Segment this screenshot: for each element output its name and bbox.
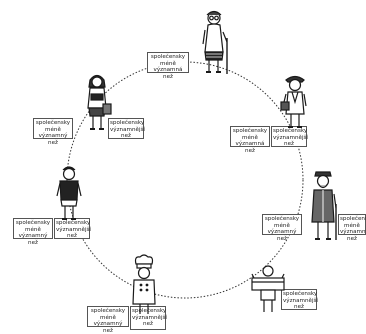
label-top-less: společensky méně významná než xyxy=(147,52,189,80)
label-bottom-right-more: společensky významnější než xyxy=(281,289,318,311)
schoolgirl-with-bag-figure xyxy=(87,74,112,130)
label-right-lower-partial: společensky méně významný než xyxy=(338,214,366,242)
grandmother-with-cane-figure xyxy=(202,10,228,74)
label-upper-left-less: společensky méně významný než xyxy=(33,118,73,146)
label-right-lower-less: společensky méně významný než xyxy=(262,214,302,242)
boy-figure xyxy=(56,166,82,220)
label-left-less: společensky méně významný než xyxy=(13,218,53,246)
label-bottom-less: společensky méně významný než xyxy=(87,306,129,334)
chef-figure xyxy=(132,254,156,314)
label-right-upper-less: společensky méně významná než xyxy=(230,126,270,154)
woman-with-handbag-figure xyxy=(280,75,307,128)
man-carrying-box-figure xyxy=(251,265,285,312)
label-upper-left-more: společensky významnější než xyxy=(108,118,145,140)
old-man-with-cane-figure xyxy=(311,171,337,240)
